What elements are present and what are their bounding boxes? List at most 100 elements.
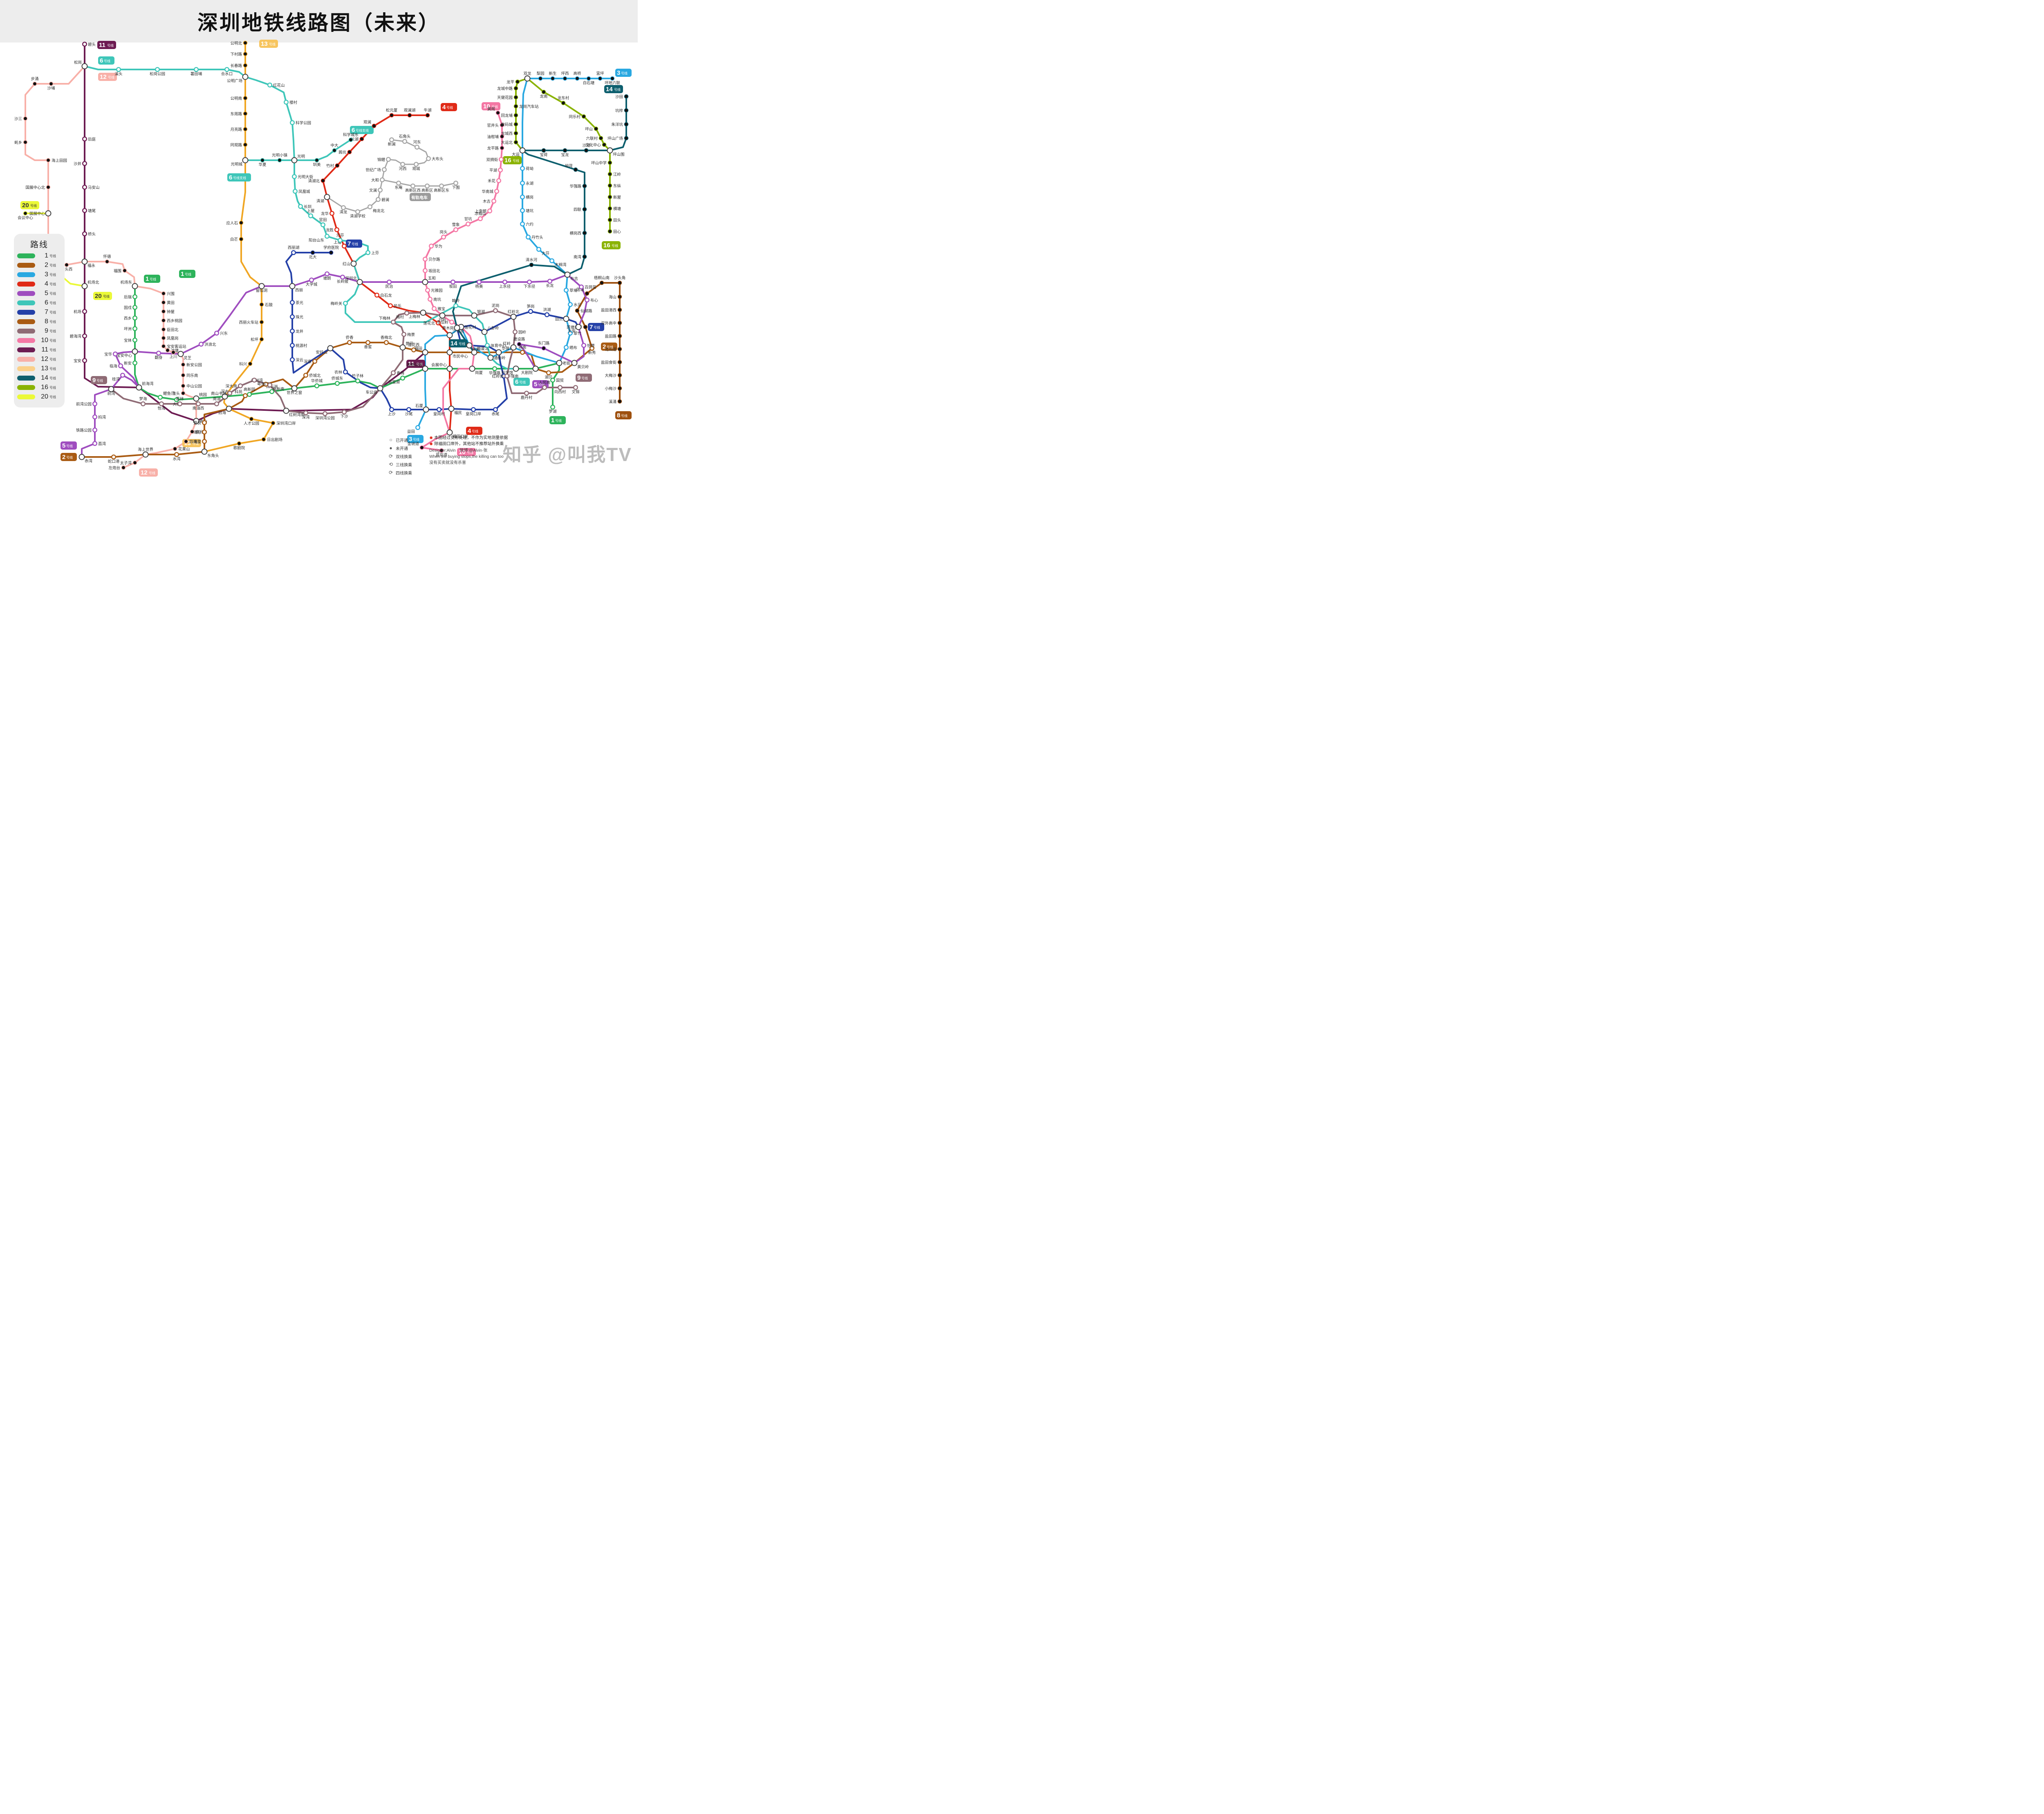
station-深康[interactable] bbox=[312, 359, 318, 364]
station-龙平[interactable] bbox=[515, 79, 520, 84]
station-兴东[interactable] bbox=[214, 331, 220, 336]
station-泥岗[interactable] bbox=[493, 308, 498, 314]
station-官井头[interactable] bbox=[500, 123, 504, 128]
station-光明小镇[interactable] bbox=[277, 158, 282, 163]
station-光明大街[interactable] bbox=[292, 174, 297, 179]
station-interchange-孖岭[interactable] bbox=[439, 312, 446, 319]
station-冬瓜岭[interactable] bbox=[449, 320, 454, 325]
station-燕南[interactable] bbox=[520, 350, 525, 355]
station-白石洲[interactable] bbox=[269, 389, 275, 394]
station-深圳湾口岸[interactable] bbox=[271, 421, 276, 426]
station-清湖北[interactable] bbox=[320, 178, 325, 183]
station-interchange-石厦[interactable] bbox=[423, 406, 429, 413]
station-interchange-田贝[interactable] bbox=[563, 316, 569, 322]
station-怡海[interactable] bbox=[159, 401, 164, 407]
station-坂田[interactable] bbox=[450, 280, 455, 285]
station-贝尔路[interactable] bbox=[422, 257, 428, 262]
station-莲塘口岸[interactable] bbox=[583, 325, 588, 329]
station-大运北[interactable] bbox=[513, 140, 518, 145]
station-阳台山东[interactable] bbox=[325, 234, 330, 239]
station-洪浪北[interactable] bbox=[199, 342, 204, 347]
station-平湖[interactable] bbox=[498, 168, 503, 173]
station-新秀[interactable] bbox=[589, 346, 594, 351]
station-深云[interactable] bbox=[290, 357, 295, 363]
station-朱洋坑[interactable] bbox=[624, 122, 629, 127]
station-interchange-银湖[interactable] bbox=[471, 312, 477, 319]
station-荷坳[interactable] bbox=[520, 166, 525, 171]
station-学府医院[interactable] bbox=[329, 250, 334, 255]
station-莲花西[interactable] bbox=[411, 347, 417, 353]
station-坪山[interactable] bbox=[594, 126, 598, 131]
station-interchange-黄贝岭[interactable] bbox=[571, 360, 578, 366]
station-华强路[interactable] bbox=[582, 184, 587, 188]
station-interchange-八卦岭[interactable] bbox=[481, 329, 488, 335]
station-interchange-灵芝[interactable] bbox=[177, 351, 184, 357]
station-坳背[interactable] bbox=[573, 167, 578, 172]
station-interchange-清湖[interactable] bbox=[324, 194, 330, 200]
station-元芬[interactable] bbox=[338, 238, 343, 243]
station-interchange-深圳北[interactable] bbox=[356, 279, 363, 285]
station-圳美[interactable] bbox=[314, 158, 319, 163]
station-interchange-机场东[interactable] bbox=[132, 283, 138, 289]
station-interchange-前湾[interactable] bbox=[108, 386, 114, 392]
station-石角头[interactable] bbox=[402, 139, 408, 144]
station-观城[interactable] bbox=[414, 162, 419, 167]
station-左炮台[interactable] bbox=[121, 465, 126, 470]
station-薯田埔[interactable] bbox=[194, 67, 199, 72]
station-白石龙[interactable] bbox=[374, 293, 380, 298]
station-东周路[interactable] bbox=[243, 111, 248, 116]
station-interchange-红岭北[interactable] bbox=[510, 314, 517, 320]
station-大学城[interactable] bbox=[309, 278, 314, 283]
station-歌剧院[interactable] bbox=[237, 441, 242, 446]
station-百鸽笼[interactable] bbox=[578, 284, 584, 290]
station-清湖学校[interactable] bbox=[355, 209, 361, 215]
station-龙华[interactable] bbox=[329, 211, 335, 216]
station-interchange-车公庙[interactable] bbox=[377, 385, 383, 392]
station-人才公园[interactable] bbox=[249, 417, 254, 421]
station-梅岭关[interactable] bbox=[343, 301, 348, 306]
station-新安公园[interactable] bbox=[181, 362, 186, 367]
station-富坪[interactable] bbox=[598, 76, 603, 81]
station-益田[interactable] bbox=[415, 425, 421, 430]
station-香蜜[interactable] bbox=[365, 340, 371, 345]
station-南油西[interactable] bbox=[196, 401, 201, 407]
station-interchange-科学馆[interactable] bbox=[513, 365, 519, 372]
station-观澜湖[interactable] bbox=[407, 113, 412, 118]
station-宝华[interactable] bbox=[113, 352, 118, 357]
station-月亮路[interactable] bbox=[243, 127, 248, 132]
station-沙田[interactable] bbox=[624, 94, 629, 99]
station-塘尾[interactable] bbox=[82, 208, 87, 213]
station-黄田[interactable] bbox=[161, 300, 166, 305]
station-梅村[interactable] bbox=[404, 311, 410, 316]
station-凤凰城[interactable] bbox=[293, 189, 298, 194]
station-珠光[interactable] bbox=[290, 314, 295, 320]
station-白芒[interactable] bbox=[239, 237, 244, 242]
station-interchange-机场北[interactable] bbox=[81, 283, 88, 289]
station-interchange-海上世界[interactable] bbox=[142, 451, 149, 458]
station-天健花园[interactable] bbox=[513, 95, 518, 100]
station-深外高中[interactable] bbox=[617, 320, 622, 325]
station-大和[interactable] bbox=[380, 177, 385, 183]
station-建设路[interactable] bbox=[517, 342, 522, 347]
station-竹子林[interactable] bbox=[355, 378, 361, 384]
station-太子湾[interactable] bbox=[132, 460, 137, 465]
station-坪地六联[interactable] bbox=[610, 76, 615, 81]
station-雅宝[interactable] bbox=[431, 306, 437, 311]
station-梅景[interactable] bbox=[401, 332, 407, 337]
station-横岗西[interactable] bbox=[582, 231, 587, 235]
station-interchange-宝安中心[interactable] bbox=[132, 348, 138, 355]
station-河东[interactable] bbox=[415, 145, 420, 150]
station-竹村[interactable] bbox=[335, 163, 340, 168]
station-西乡[interactable] bbox=[132, 316, 138, 321]
station-海上田园[interactable] bbox=[46, 158, 51, 163]
